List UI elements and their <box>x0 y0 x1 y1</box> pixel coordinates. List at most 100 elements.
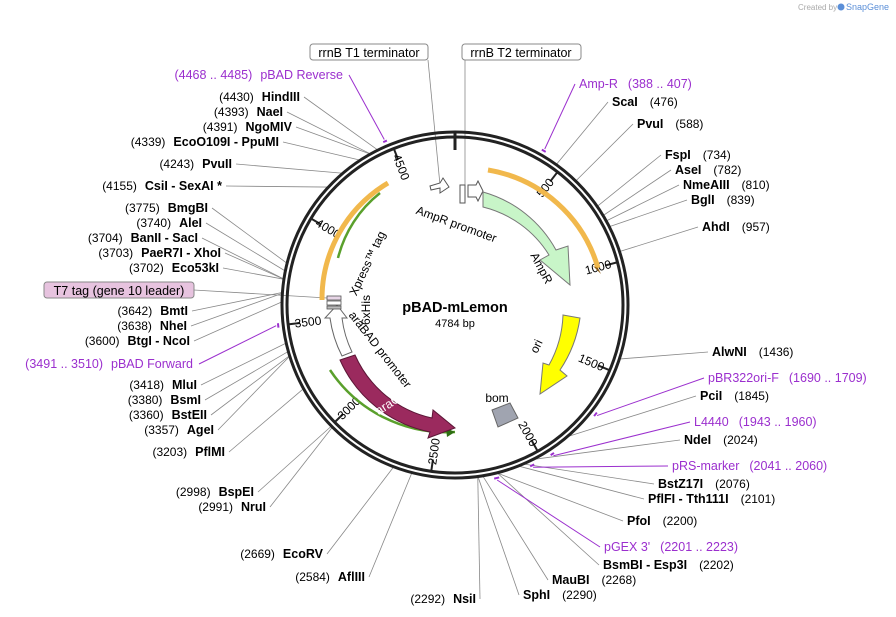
rrnb-t2-label: rrnB T2 terminator <box>470 46 571 60</box>
snapgene-logo-icon <box>837 3 845 11</box>
enzyme-name[interactable]: BsmBI - Esp3I <box>603 558 687 572</box>
enzyme-name[interactable]: NdeI <box>684 433 711 447</box>
enzyme-leader <box>204 351 288 401</box>
enzyme-name[interactable]: EcoO109I - PpuMI <box>173 135 279 149</box>
enzyme-name[interactable]: CsiI - SexAI * <box>145 179 222 193</box>
enzyme-name[interactable]: SphI <box>523 588 550 602</box>
feature-arcs <box>319 167 601 439</box>
tick-mark <box>549 171 559 183</box>
enzyme-name[interactable]: AflIII <box>338 570 365 584</box>
enzyme-name[interactable]: BspEI <box>219 485 254 499</box>
xpress-marker <box>326 300 342 306</box>
enzyme-name[interactable]: EcoRV <box>283 547 324 561</box>
enzyme-name[interactable]: AseI <box>675 163 701 177</box>
enzyme-name[interactable]: BsmI <box>170 393 201 407</box>
enzyme-name[interactable]: AhdI <box>702 220 730 234</box>
enzyme-name[interactable]: MauBI <box>552 573 590 587</box>
enzyme-position: (3775) <box>125 201 160 215</box>
enzyme-position: (2292) <box>410 592 445 606</box>
ampr-arrow <box>482 191 571 287</box>
enzyme-name[interactable]: BanII - SacI <box>131 231 198 245</box>
rrnb-t1-leader <box>427 59 441 186</box>
primer-leader <box>596 377 705 417</box>
enzyme-name[interactable]: Eco53kI <box>172 261 219 275</box>
enzyme-name[interactable]: AleI <box>179 216 202 230</box>
rrnb-t1-label: rrnB T1 terminator <box>318 46 419 60</box>
enzyme-leader <box>286 111 370 154</box>
enzyme-position: (2202) <box>699 558 734 572</box>
enzyme-name[interactable]: PfoI <box>627 514 651 528</box>
primer-range: (2201 .. 2223) <box>660 540 738 554</box>
primer-name[interactable]: pGEX 3' <box>604 540 650 554</box>
primer-bar <box>493 476 500 480</box>
enzyme-position: (2290) <box>562 588 597 602</box>
enzyme-leader <box>228 388 304 453</box>
enzyme-leader <box>205 222 285 271</box>
enzyme-name[interactable]: BstEII <box>172 408 207 422</box>
enzyme-leader <box>497 473 600 566</box>
enzyme-name[interactable]: PaeR7I - XhoI <box>141 246 221 260</box>
tick-mark <box>310 217 322 226</box>
primer-range: (1943 .. 1960) <box>739 415 817 429</box>
enzyme-name[interactable]: FspI <box>665 148 691 162</box>
enzyme-leader <box>620 351 709 360</box>
primer-bar <box>382 139 388 144</box>
enzyme-name[interactable]: NgoMIV <box>245 120 292 134</box>
enzyme-name[interactable]: ScaI <box>612 95 638 109</box>
tick-mark <box>288 321 301 326</box>
enzyme-position: (2076) <box>715 477 750 491</box>
enzyme-position: (2024) <box>723 433 758 447</box>
primer-name[interactable]: L4440 <box>694 415 729 429</box>
primer-name[interactable]: pRS-marker <box>672 459 739 473</box>
enzyme-position: (3642) <box>118 304 153 318</box>
enzyme-position: (2991) <box>198 500 233 514</box>
enzyme-name[interactable]: BstZ17I <box>658 477 703 491</box>
enzyme-leader <box>498 473 624 522</box>
tick-mark <box>392 148 400 161</box>
enzyme-name[interactable]: PvuI <box>637 117 663 131</box>
enzyme-name[interactable]: NsiI <box>453 592 476 606</box>
enzyme-name[interactable]: BglI <box>691 193 715 207</box>
enzyme-name[interactable]: NmeAIII <box>683 178 730 192</box>
enzyme-name[interactable]: PflMI <box>195 445 225 459</box>
enzyme-name[interactable]: MluI <box>172 378 197 392</box>
primer-name[interactable]: pBR322ori-F <box>708 371 779 385</box>
primer-name[interactable]: pBAD Reverse <box>260 68 343 82</box>
enzyme-leader <box>225 185 328 188</box>
enzyme-position: (839) <box>727 193 755 207</box>
enzyme-position: (734) <box>703 148 731 162</box>
enzyme-leader <box>190 293 282 327</box>
enzyme-name[interactable]: PciI <box>700 389 722 403</box>
enzyme-position: (3380) <box>128 393 163 407</box>
enzyme-name[interactable]: NaeI <box>257 105 283 119</box>
enzyme-name[interactable]: AlwNI <box>712 345 747 359</box>
bom-label: bom <box>485 391 508 405</box>
enzyme-leader <box>326 467 394 555</box>
enzyme-name[interactable]: NruI <box>241 500 266 514</box>
enzyme-leader <box>295 126 370 155</box>
enzyme-position: (782) <box>713 163 741 177</box>
enzyme-name[interactable]: PvuII <box>202 157 232 171</box>
enzyme-leader <box>211 207 287 264</box>
primer-bar <box>593 411 598 417</box>
primer-name[interactable]: pBAD Forward <box>111 357 193 371</box>
enzyme-name[interactable]: HindIII <box>262 90 300 104</box>
enzyme-name[interactable]: NheI <box>160 319 187 333</box>
enzyme-leader <box>556 101 609 165</box>
enzyme-leader <box>217 356 290 431</box>
rrnb-t1-box <box>309 43 429 61</box>
enzyme-name[interactable]: BmgBI <box>168 201 208 215</box>
enzyme-name[interactable]: AgeI <box>187 423 214 437</box>
primer-name[interactable]: Amp-R <box>579 77 618 91</box>
enzyme-name[interactable]: BmtI <box>160 304 188 318</box>
tick-mark <box>605 261 618 267</box>
enzyme-position: (3600) <box>85 334 120 348</box>
primer-leader <box>553 421 691 457</box>
enzyme-name[interactable]: BtgI - NcoI <box>128 334 191 348</box>
enzyme-leader <box>482 476 549 581</box>
enzyme-position: (2268) <box>602 573 637 587</box>
enzyme-name[interactable]: PflFI - Tth111I <box>648 492 729 506</box>
tick-label: 2000 <box>515 419 540 449</box>
enzyme-leader <box>477 477 481 600</box>
